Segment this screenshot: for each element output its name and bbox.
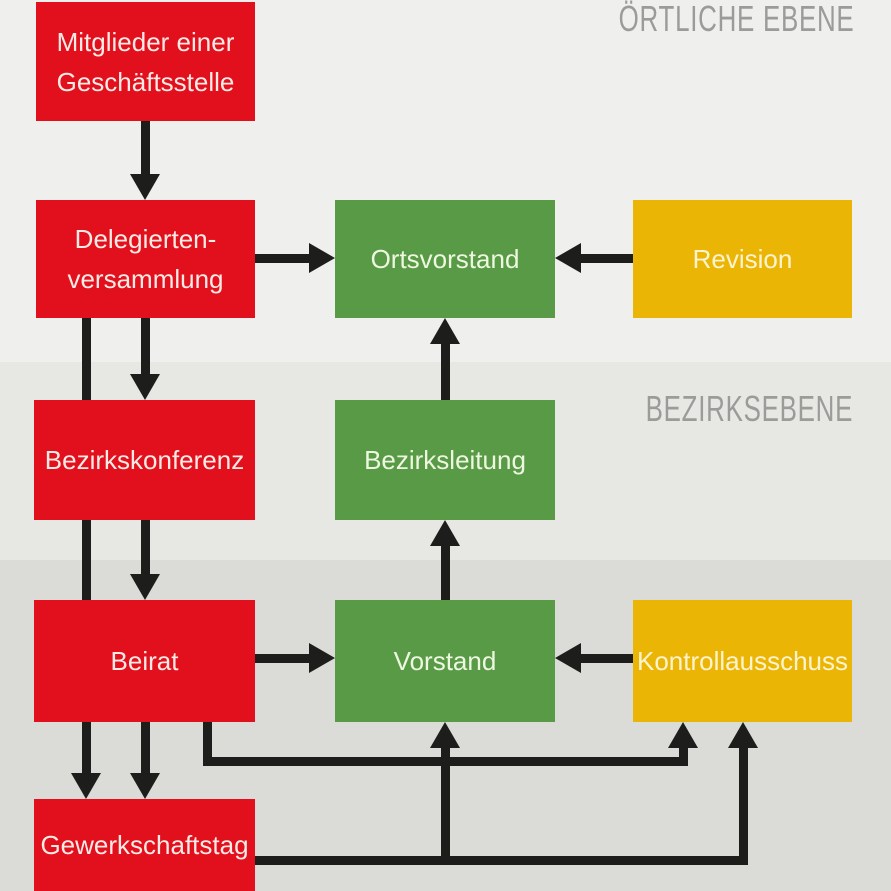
- node-vorstand: Vorstand: [335, 600, 555, 722]
- edge-vorstand-bezirksleitung: [441, 546, 450, 600]
- edge-revision-ortsvorstand: [579, 254, 633, 263]
- edge-delegierten-gewerkschaftstag: [82, 318, 91, 775]
- arrowhead-down-icon: [130, 174, 160, 200]
- edge-beirat-kontrollausschuss: [203, 722, 212, 766]
- edge-kontrollausschuss-vorstand: [579, 654, 633, 663]
- arrowhead-right-icon: [309, 243, 335, 273]
- node-beirat: Beirat: [34, 600, 255, 722]
- edge-bezirkskonferenz-beirat: [141, 520, 150, 576]
- arrowhead-up-icon: [728, 722, 758, 748]
- arrowhead-down-icon: [71, 773, 101, 799]
- node-gewerkschaftstag: Gewerkschaftstag: [34, 799, 255, 891]
- edge-gewerkschaftstag-kontrollausschuss: [739, 748, 748, 865]
- node-mitglieder-geschaeftsstelle: Mitglieder einer Geschäftsstelle: [36, 2, 255, 121]
- edge-bezirksleitung-ortsvorstand: [441, 344, 450, 400]
- edge-beirat-vorstand: [255, 654, 311, 663]
- level-label-district: BEZIRKSEBENE: [645, 388, 853, 429]
- arrowhead-left-icon: [555, 243, 581, 273]
- edge-gewerkschaftstag-kontrollausschuss: [255, 856, 748, 865]
- node-kontrollausschuss: Kontrollausschuss: [633, 600, 852, 722]
- edge-gewerkschaftstag-vorstand: [441, 748, 450, 865]
- edge-delegierten-bezirkskonferenz: [141, 318, 150, 376]
- arrowhead-up-icon: [430, 520, 460, 546]
- arrowhead-up-icon: [430, 722, 460, 748]
- edge-delegierten-ortsvorstand: [255, 254, 311, 263]
- node-bezirksleitung: Bezirksleitung: [335, 400, 555, 520]
- arrowhead-down-icon: [130, 574, 160, 600]
- arrowhead-down-icon: [130, 374, 160, 400]
- node-bezirkskonferenz: Bezirkskonferenz: [34, 400, 255, 520]
- edge-beirat-gewerkschaftstag: [141, 722, 150, 775]
- arrowhead-right-icon: [309, 643, 335, 673]
- node-ortsvorstand: Ortsvorstand: [335, 200, 555, 318]
- edge-mitglieder-delegierten: [141, 121, 150, 176]
- node-delegiertenversammlung: Delegierten- versammlung: [36, 200, 255, 318]
- arrowhead-up-icon: [668, 722, 698, 748]
- arrowhead-up-icon: [430, 318, 460, 344]
- arrowhead-down-icon: [130, 773, 160, 799]
- edge-beirat-kontrollausschuss: [679, 748, 688, 766]
- arrowhead-left-icon: [555, 643, 581, 673]
- level-label-local: ÖRTLICHE EBENE: [618, 0, 854, 39]
- node-revision: Revision: [633, 200, 852, 318]
